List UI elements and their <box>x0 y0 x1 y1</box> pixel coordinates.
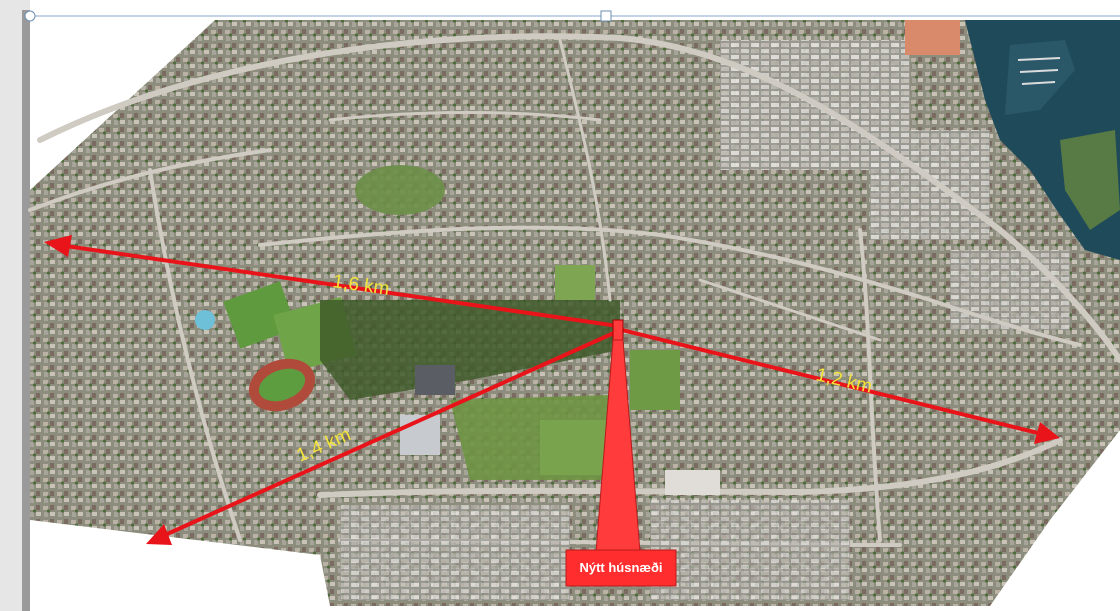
arrow-southwest <box>146 330 617 545</box>
callout-box <box>565 549 677 587</box>
roads <box>28 33 1120 547</box>
resize-handle-top[interactable] <box>600 10 612 22</box>
building-marker <box>612 319 624 341</box>
resize-handle-corner[interactable] <box>24 10 36 22</box>
arrow-west <box>44 235 619 328</box>
arrow-east <box>621 328 1060 444</box>
callout-label: Nýtt húsnæði <box>579 560 662 575</box>
vertical-scrollbar[interactable] <box>22 10 30 611</box>
new-building-callout: Nýtt húsnæði <box>565 319 677 587</box>
distance-arrows <box>44 235 1060 545</box>
